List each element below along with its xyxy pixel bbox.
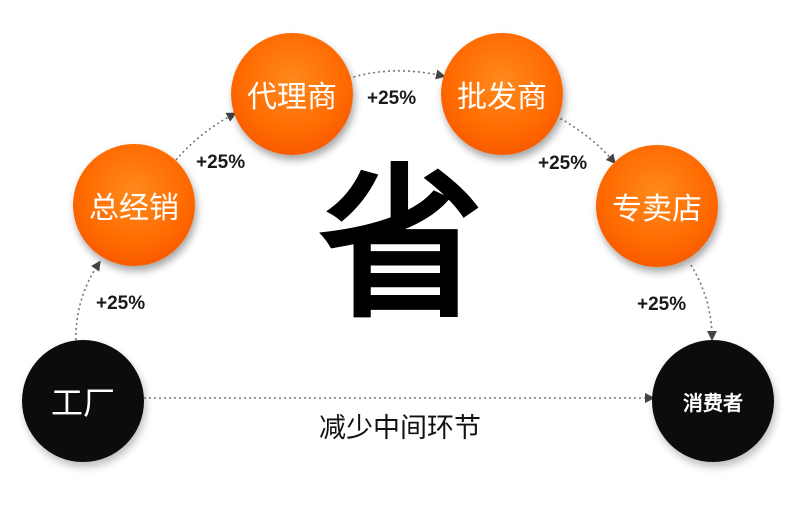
- markup-store-to-consumer: +25%: [637, 294, 687, 315]
- node-general-distributor-label: 总经销: [89, 191, 179, 226]
- node-factory-label: 工厂: [50, 384, 115, 422]
- node-wholesaler-label: 批发商: [457, 80, 547, 115]
- arrow-agent-to-wholesaler: [343, 69, 446, 81]
- node-agent-label: 代理商: [247, 80, 337, 115]
- arrow-store-to-consumer: [690, 264, 717, 341]
- node-consumer-label: 消费者: [683, 390, 743, 415]
- node-store-label: 专卖店: [612, 192, 702, 227]
- node-agent: 代理商: [231, 33, 353, 155]
- markup-wholesaler-to-store: +25%: [538, 153, 588, 174]
- markup-agent-to-wholesaler: +25%: [367, 88, 417, 109]
- markup-factory-to-general: +25%: [96, 293, 146, 314]
- arrow-general-to-agent: [175, 112, 237, 161]
- node-consumer: 消费者: [652, 340, 774, 462]
- markup-general-to-agent: +25%: [196, 152, 246, 173]
- node-factory: 工厂: [22, 340, 144, 462]
- node-general-distributor: 总经销: [73, 144, 195, 266]
- caption: 减少中间环节: [319, 413, 481, 444]
- node-wholesaler: 批发商: [441, 33, 563, 155]
- node-store: 专卖店: [596, 145, 718, 267]
- center-character: 省: [318, 149, 484, 341]
